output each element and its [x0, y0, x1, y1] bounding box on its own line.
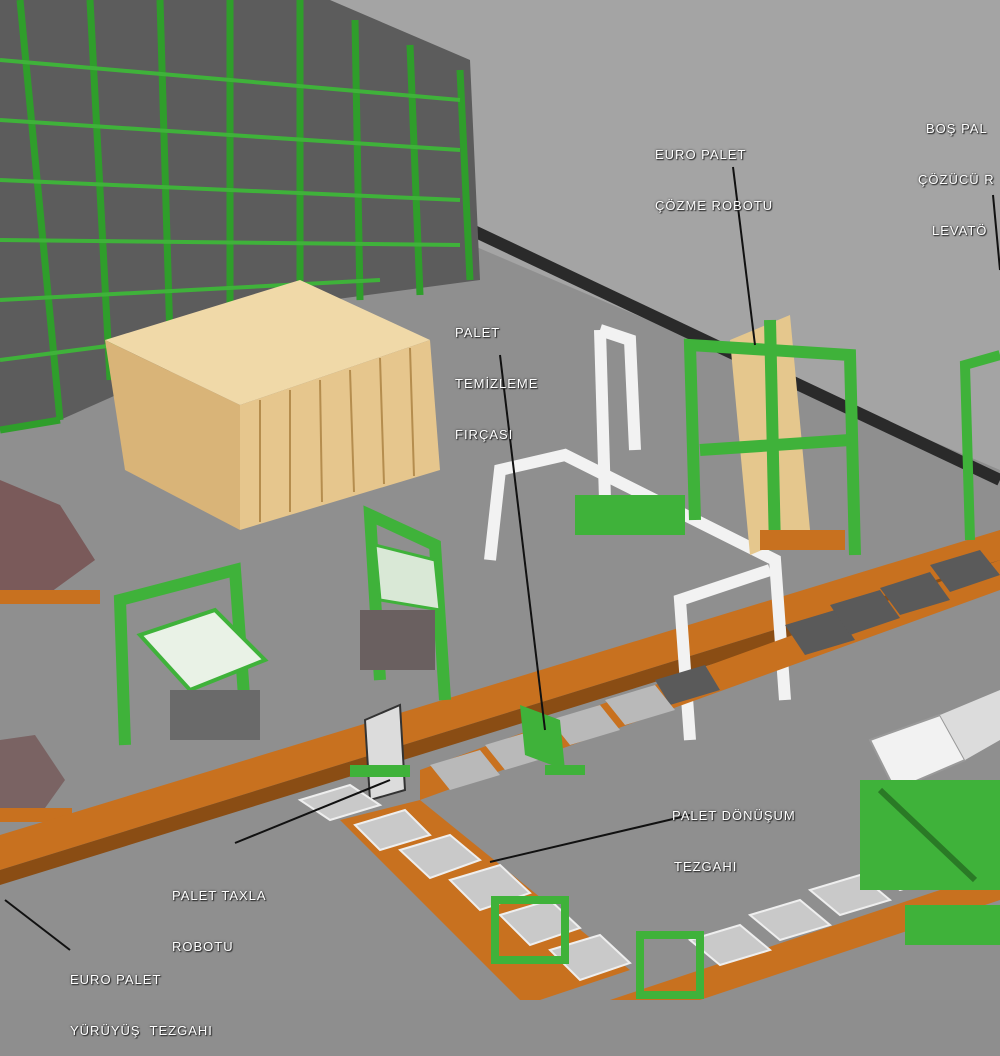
- label-line: PALET DÖNÜŞUM: [672, 808, 796, 823]
- label-pallet-cleaning-brush: PALET TEMİZLEME FIRÇASI: [455, 290, 538, 460]
- block-making-machine: [860, 690, 1000, 945]
- label-leader-lines: [4, 166, 1000, 951]
- label-line: BOŞ PAL: [926, 121, 988, 136]
- production-line-illustration: [0, 0, 1000, 1000]
- pallet-brush-unit: [520, 705, 585, 775]
- wooden-pallet-stack: [105, 280, 440, 530]
- label-pallet-stacking-robot: PALET TAXLA ROBOTU: [172, 853, 267, 972]
- cuber-head-1: [136, 607, 269, 740]
- label-line: ÇÖZÜCÜ R: [918, 172, 995, 187]
- curing-rack-system: [0, 0, 480, 434]
- pallet-stacking-robot: [350, 703, 410, 802]
- label-line: ROBOTU: [172, 939, 234, 954]
- euro-pallet-destacker: [683, 315, 861, 556]
- label-line: PALET: [455, 325, 501, 340]
- block-stack-lower-left: [0, 735, 72, 822]
- label-pallet-turning-bench: PALET DÖNÜŞUM TEZGAHI: [672, 773, 796, 892]
- label-line: TEZGAHI: [674, 859, 738, 874]
- pallet-turning-station: [491, 896, 569, 964]
- empty-pallet-unit: [959, 350, 1000, 541]
- label-line: YÜRÜYÜŞ TEZGAHI: [70, 1023, 213, 1038]
- label-line: TEMİZLEME: [455, 376, 539, 391]
- label-line: EURO PALET: [655, 147, 747, 162]
- label-line: PALET TAXLA: [172, 888, 267, 903]
- euro-pallet-walking-conveyor: [0, 530, 1000, 885]
- label-euro-pallet-walking-bench: EURO PALET YÜRÜYÜŞ TEZGAHI: [70, 937, 213, 1056]
- cuber-gantry-2: [363, 505, 451, 701]
- pallet-entry-gate: [636, 931, 704, 999]
- cuber-head-2: [360, 543, 442, 670]
- label-empty-pallet-unit: BOŞ PAL ÇÖZÜCÜ R LEVATÖ: [918, 86, 995, 256]
- cleaning-brush-carriage: [575, 495, 685, 535]
- label-euro-pallet-destacker: EURO PALET ÇÖZME ROBOTU: [655, 112, 773, 231]
- label-line: FIRÇASI: [455, 427, 514, 442]
- block-stack-upper-left: [0, 480, 100, 604]
- label-line: ÇÖZME ROBOTU: [655, 198, 774, 213]
- pallet-return-conveyor: [297, 783, 1000, 1000]
- label-line: EURO PALET: [70, 972, 162, 987]
- label-line: LEVATÖ: [932, 223, 988, 238]
